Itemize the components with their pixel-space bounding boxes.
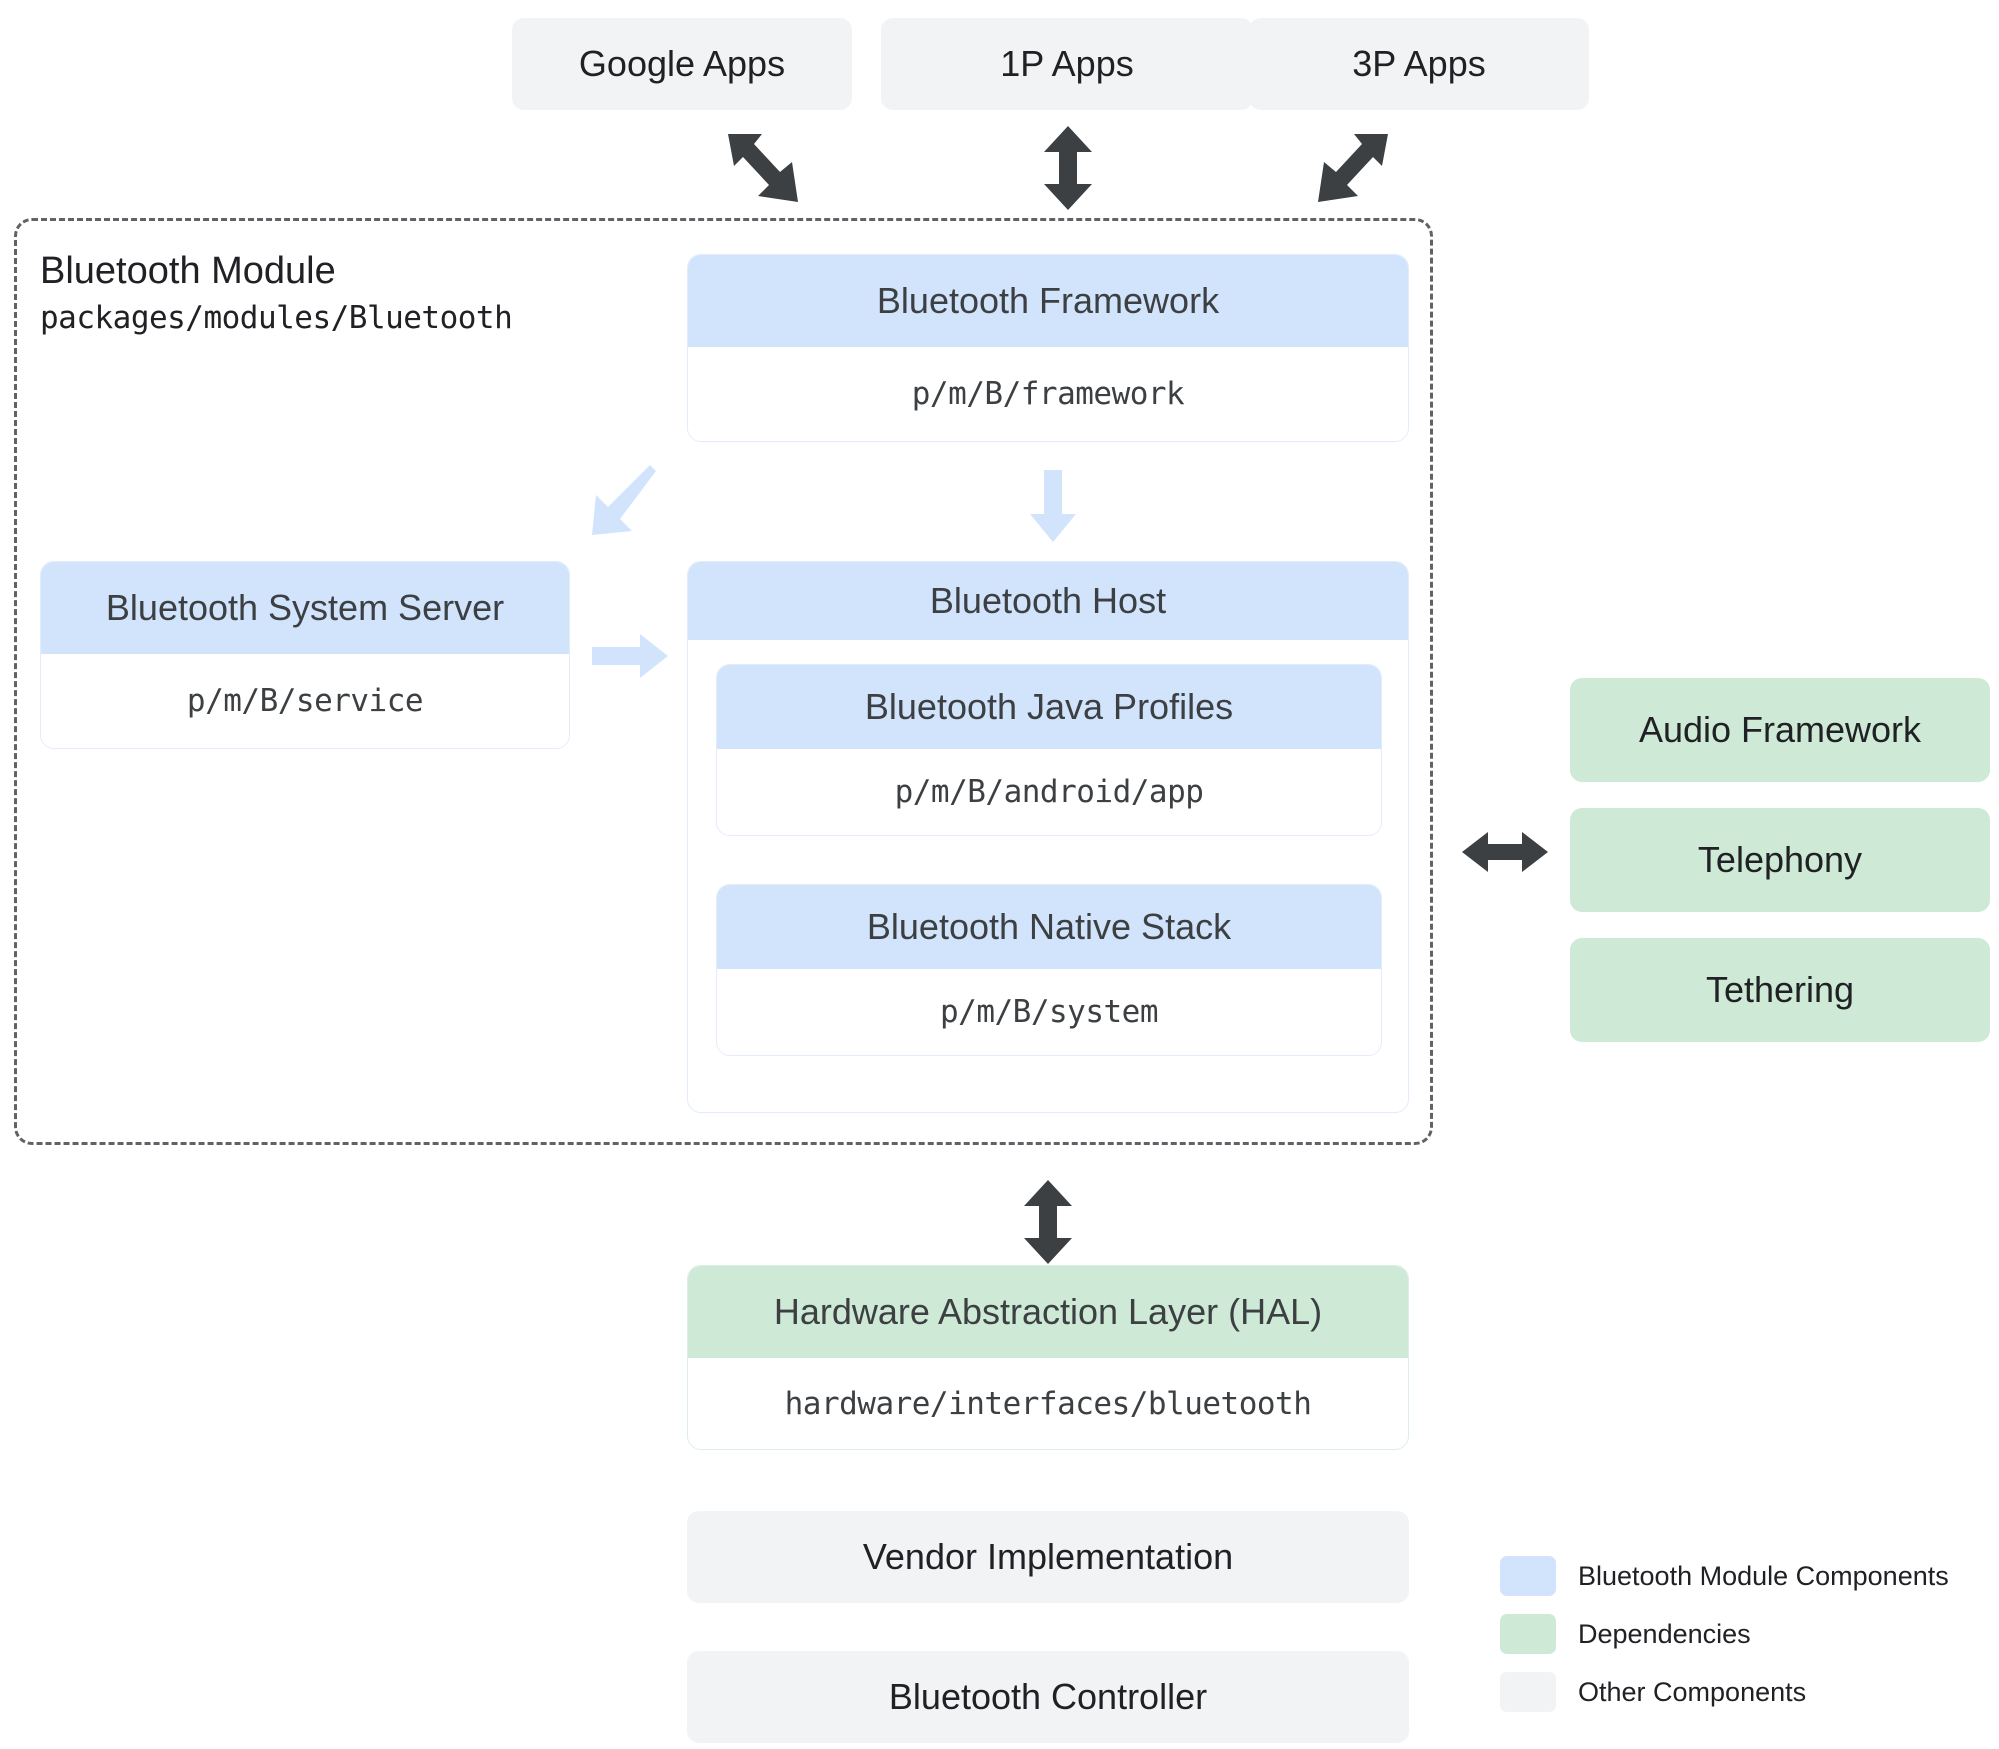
legend-item-bluetooth-module-components: Bluetooth Module Components [1500,1556,1949,1596]
system-server-to-host-arrow [592,632,668,680]
bluetooth-host-title: Bluetooth Host [688,562,1408,640]
bluetooth-system-server-card[interactable]: Bluetooth System Server p/m/B/service [40,561,570,749]
google-apps-connector-arrow [718,128,808,210]
app-box-google-apps[interactable]: Google Apps [512,18,852,110]
dependency-box-tethering[interactable]: Tethering [1570,938,1990,1042]
dependency-box-telephony[interactable]: Telephony [1570,808,1990,912]
app-box-3p-apps[interactable]: 3P Apps [1249,18,1589,110]
bluetooth-module-path: packages/modules/Bluetooth [40,300,513,336]
bluetooth-native-stack-path: p/m/B/system [717,969,1381,1055]
bluetooth-module-container [14,218,1433,1145]
bluetooth-system-server-title: Bluetooth System Server [41,562,569,654]
bluetooth-java-profiles-card[interactable]: Bluetooth Java Profiles p/m/B/android/ap… [716,664,1382,836]
1p-apps-connector-arrow [1042,126,1094,210]
hal-title: Hardware Abstraction Layer (HAL) [688,1266,1408,1358]
bluetooth-host-card[interactable]: Bluetooth Host Bluetooth Java Profiles p… [687,561,1409,1113]
legend-swatch-blue [1500,1556,1556,1596]
hal-path: hardware/interfaces/bluetooth [688,1358,1408,1449]
legend: Bluetooth Module Components Dependencies… [1500,1556,1949,1730]
dependency-box-audio-framework[interactable]: Audio Framework [1570,678,1990,782]
3p-apps-connector-arrow [1308,128,1398,210]
app-box-1p-apps[interactable]: 1P Apps [881,18,1253,110]
legend-item-dependencies: Dependencies [1500,1614,1949,1654]
legend-label-other-components: Other Components [1578,1676,1807,1707]
vendor-implementation-label: Vendor Implementation [862,1536,1234,1578]
hal-card[interactable]: Hardware Abstraction Layer (HAL) hardwar… [687,1265,1409,1450]
bluetooth-controller-box[interactable]: Bluetooth Controller [687,1651,1409,1743]
legend-item-other-components: Other Components [1500,1672,1949,1712]
module-to-hal-arrow [1022,1180,1074,1264]
legend-label-dependencies: Dependencies [1578,1618,1751,1649]
dependency-box-tethering-label: Tethering [1705,969,1855,1011]
legend-swatch-grey [1500,1672,1556,1712]
bluetooth-controller-label: Bluetooth Controller [888,1676,1208,1718]
vendor-implementation-box[interactable]: Vendor Implementation [687,1511,1409,1603]
bluetooth-system-server-path: p/m/B/service [41,654,569,748]
app-box-1p-apps-label: 1P Apps [1000,43,1134,85]
legend-label-bluetooth-module-components: Bluetooth Module Components [1578,1560,1949,1591]
bluetooth-framework-title: Bluetooth Framework [688,255,1408,347]
bluetooth-framework-card[interactable]: Bluetooth Framework p/m/B/framework [687,254,1409,442]
dependency-box-telephony-label: Telephony [1697,839,1863,881]
app-box-google-apps-label: Google Apps [578,43,786,85]
framework-to-system-server-arrow [590,465,660,537]
bluetooth-framework-path: p/m/B/framework [688,347,1408,441]
bluetooth-native-stack-card[interactable]: Bluetooth Native Stack p/m/B/system [716,884,1382,1056]
bluetooth-module-title: Bluetooth Module [40,250,336,292]
framework-to-host-arrow [1030,470,1076,542]
module-to-dependencies-arrow [1462,828,1548,876]
bluetooth-java-profiles-path: p/m/B/android/app [717,749,1381,835]
app-box-3p-apps-label: 3P Apps [1352,43,1486,85]
bluetooth-java-profiles-title: Bluetooth Java Profiles [717,665,1381,749]
dependency-box-audio-framework-label: Audio Framework [1638,709,1922,751]
legend-swatch-green [1500,1614,1556,1654]
bluetooth-native-stack-title: Bluetooth Native Stack [717,885,1381,969]
